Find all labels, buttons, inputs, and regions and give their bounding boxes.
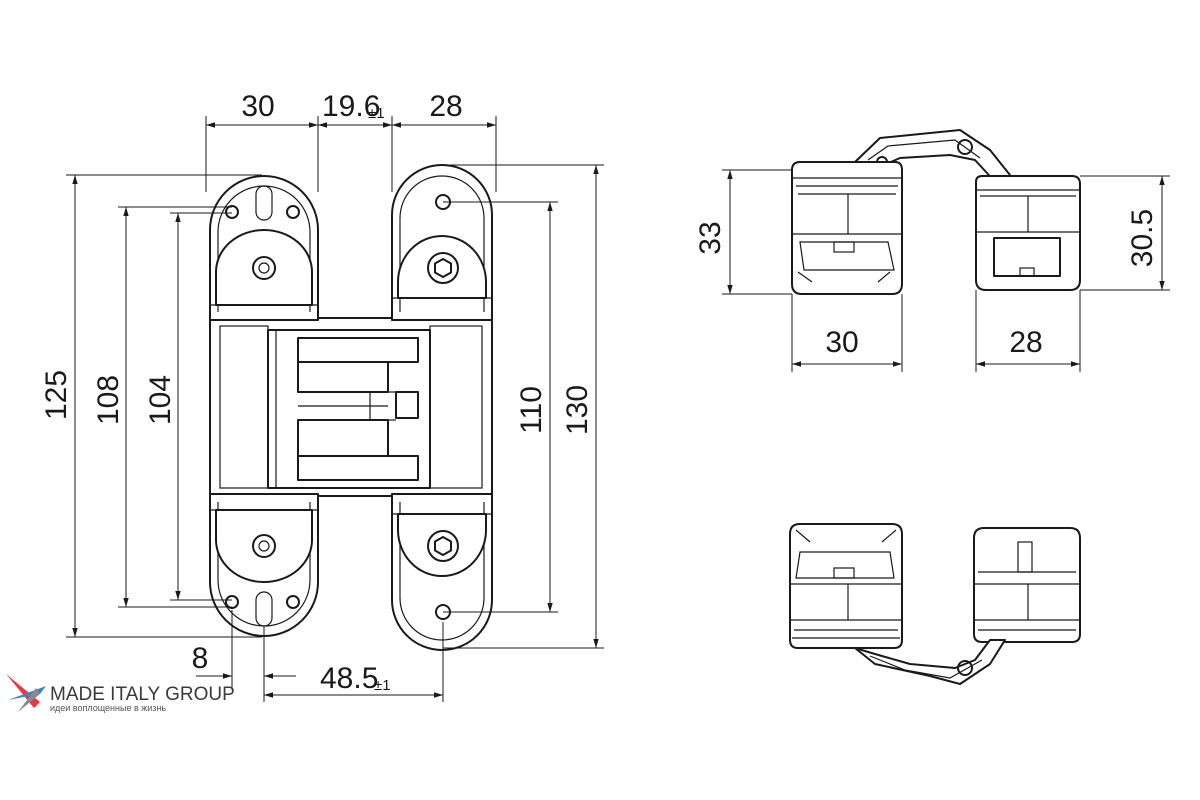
dim-height-130: 130 xyxy=(561,385,594,435)
logo-name: MADE ITALY GROUP xyxy=(50,684,235,705)
dim-spacing: 48.5 xyxy=(320,662,378,695)
bottom-view-open xyxy=(789,523,1081,685)
dim-width-left: 30 xyxy=(241,90,274,123)
dim-height-104: 104 xyxy=(144,375,177,425)
dim-width-right: 28 xyxy=(429,90,462,123)
logo-mark-icon xyxy=(6,674,46,712)
dim-offset-8: 8 xyxy=(192,642,209,675)
dim-height-108: 108 xyxy=(92,375,125,425)
dim-top-left-width: 30 xyxy=(825,326,858,359)
dim-gap-tolerance: ±1 xyxy=(368,105,385,122)
dim-top-left-height: 33 xyxy=(694,221,727,254)
front-view: 30 19.6 ±1 28 125 108 104 110 130 8 48.5… xyxy=(40,90,604,702)
left-top-mounting-plate xyxy=(209,175,319,321)
dim-top-right-height: 30.5 xyxy=(1126,209,1159,267)
hinge-central-body xyxy=(209,317,493,497)
right-bottom-mounting-plate xyxy=(391,493,493,651)
logo-tagline: идеи воплощенные в жизнь xyxy=(50,703,166,713)
company-logo: MADE ITALY GROUP идеи воплощенные в жизн… xyxy=(6,674,235,713)
dim-spacing-tolerance: ±1 xyxy=(374,677,391,694)
dim-top-right-width: 28 xyxy=(1009,326,1042,359)
dim-gap: 19.6 xyxy=(322,90,380,123)
dim-height-110: 110 xyxy=(515,386,548,434)
dim-height-125: 125 xyxy=(40,370,73,420)
right-top-mounting-plate xyxy=(391,164,493,321)
top-view-closed: 33 30.5 30 28 xyxy=(694,129,1170,372)
left-bottom-mounting-plate xyxy=(209,493,319,637)
front-view-dimension-lines xyxy=(66,116,604,702)
